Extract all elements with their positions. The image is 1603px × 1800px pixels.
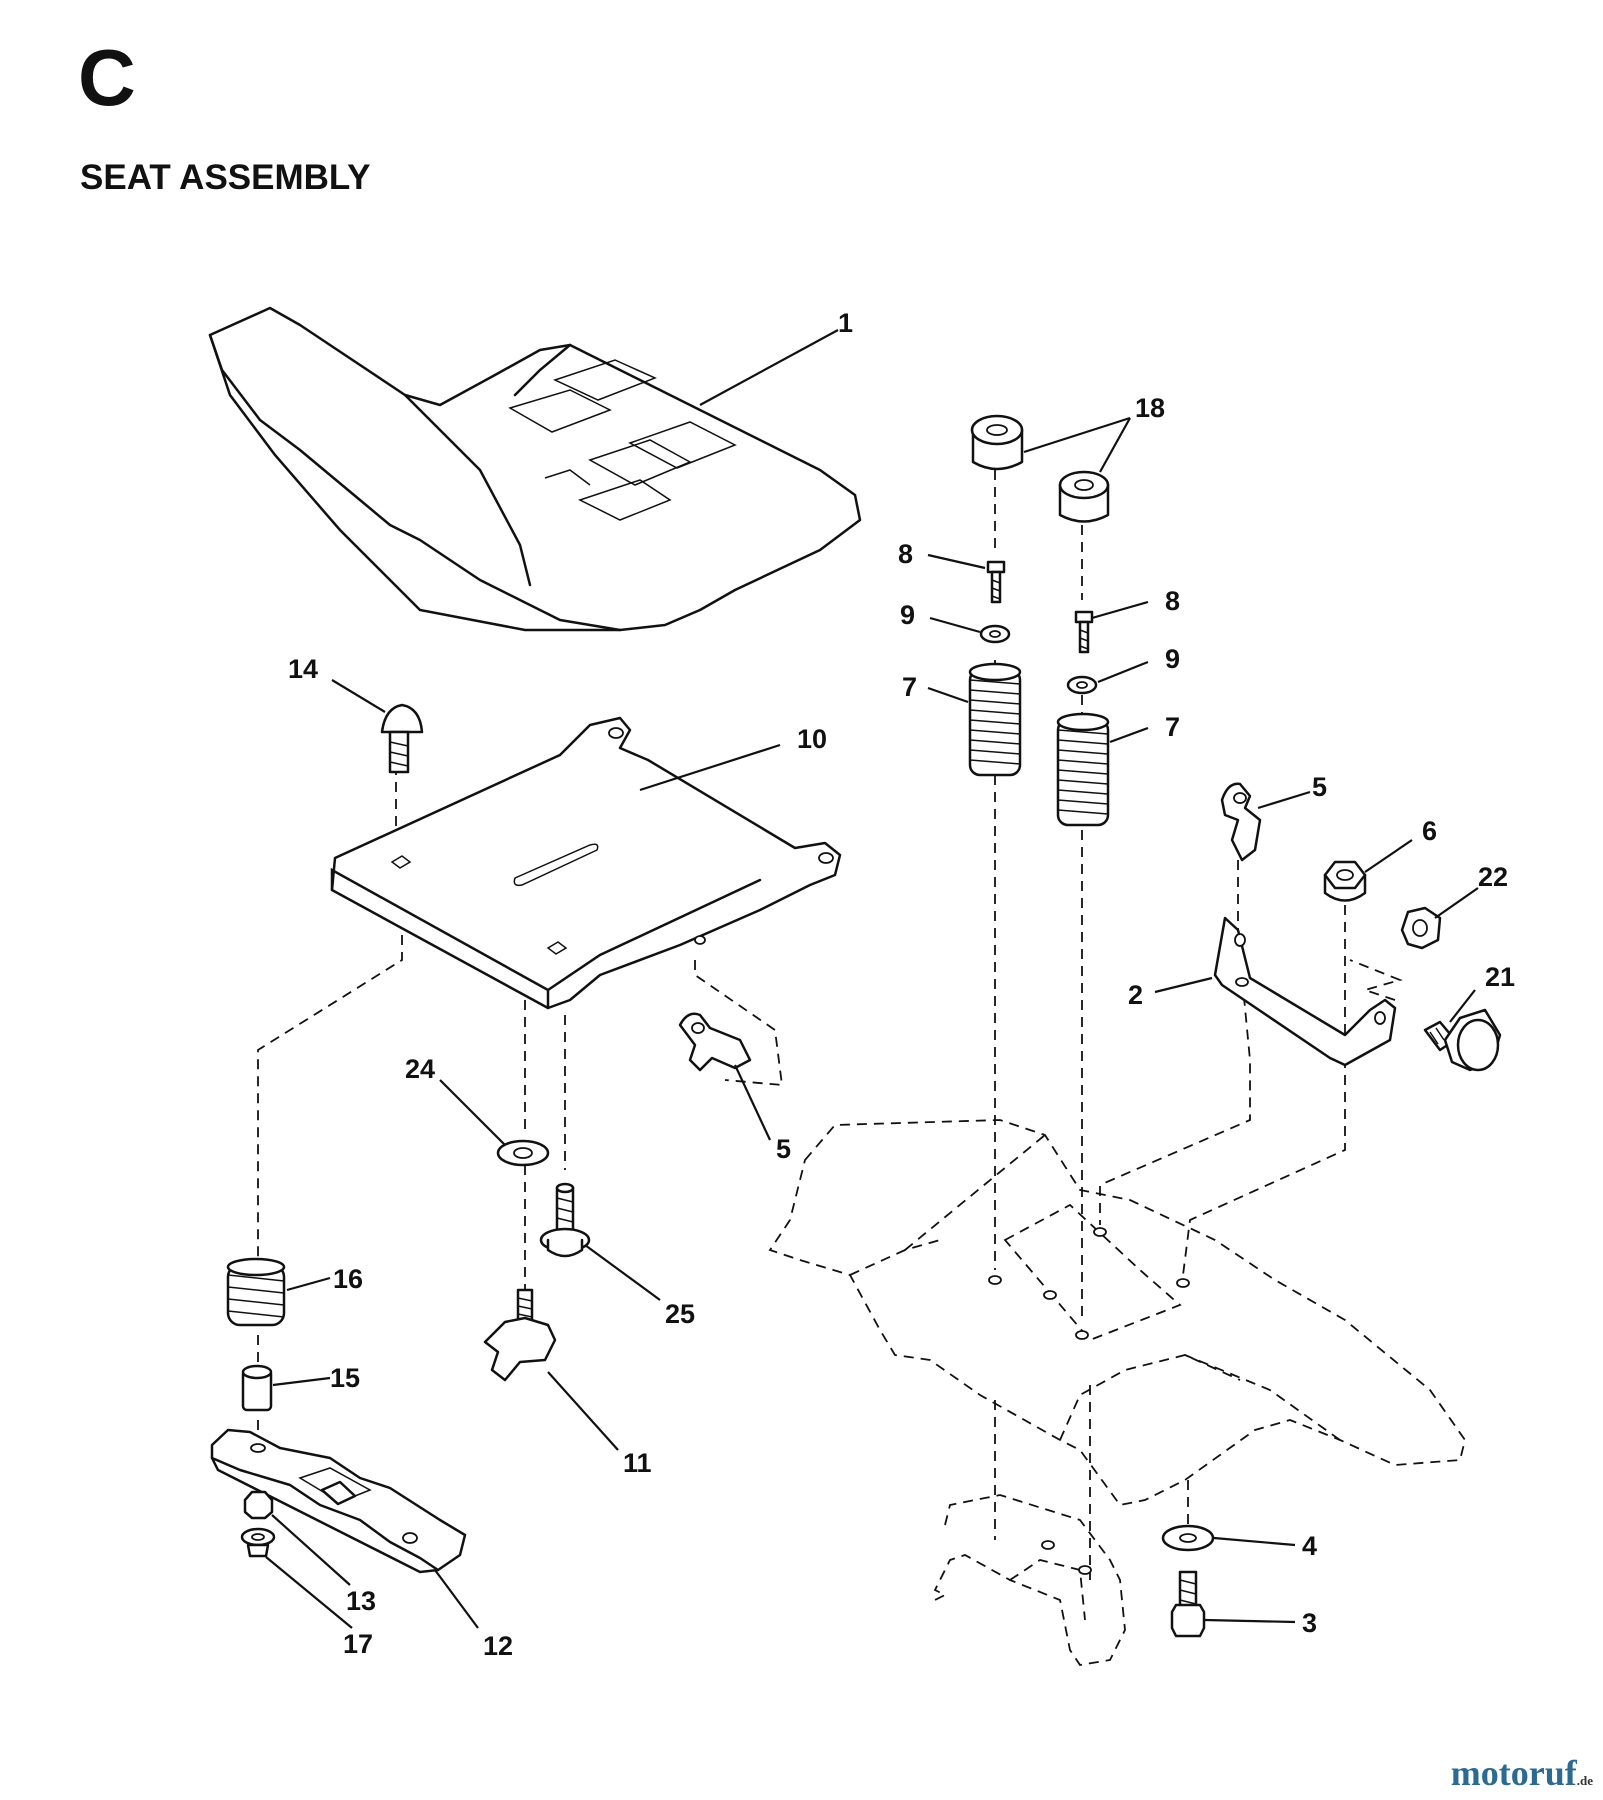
washer-4-part [1161,1524,1215,1552]
seat-pan-part [330,716,842,1010]
callout-12: 12 [483,1631,513,1661]
callout-13: 13 [346,1586,376,1616]
callout-22: 22 [1478,862,1508,892]
callout-17: 17 [343,1629,373,1659]
callout-5-right: 5 [1312,772,1327,802]
callout-24: 24 [405,1054,435,1084]
nut-17-part [240,1527,276,1558]
seat-part [208,306,862,632]
page-title: SEAT ASSEMBLY [80,158,371,197]
callout-25: 25 [665,1299,695,1329]
nut-13-part [243,1490,274,1520]
callout-8-left: 8 [898,539,913,569]
callout-11: 11 [623,1448,652,1478]
cap-18-right-part [1058,470,1110,523]
callout-18: 18 [1135,393,1165,423]
washer-9-right-part [1066,675,1098,695]
leader-lines [265,329,1479,1629]
nut-6-part [1323,860,1367,902]
spacer-15-part [241,1364,273,1412]
spring-7-left-part [968,662,1022,777]
callout-1: 1 [838,308,853,338]
nut-22-part [1400,906,1442,950]
callout-16: 16 [333,1264,363,1294]
bracket-2-part [1213,916,1397,1067]
frame-bracket-outline [933,1494,1126,1666]
callout-7-left: 7 [902,672,917,702]
washer-9-left-part [979,624,1011,644]
watermark-logo: motoruf.de [1450,1753,1593,1793]
callout-10: 10 [797,724,827,754]
callout-14: 14 [288,654,318,684]
bolt-3-part [1170,1570,1206,1638]
fender-outline [768,1119,1466,1506]
bolt-25-part [539,1182,591,1258]
callout-21: 21 [1485,962,1515,992]
callout-4: 4 [1302,1531,1317,1561]
bolt-21-part [1423,1008,1502,1072]
callout-5-left: 5 [776,1134,791,1164]
spring-16-part [226,1257,286,1327]
cap-18-left-part [970,414,1024,471]
callouts: 1 10 14 18 8 8 9 9 7 7 5 6 22 2 21 5 24 … [288,308,1515,1661]
callout-7-right: 7 [1165,712,1180,742]
knob-11-part [483,1288,557,1382]
plate-12-part [210,1428,467,1574]
frame-holes [988,1227,1190,1575]
callout-9-right: 9 [1165,644,1180,674]
callout-9-left: 9 [900,600,915,630]
bolt-8-right-part [1074,610,1094,654]
callout-8-right: 8 [1165,586,1180,616]
washer-24-part [496,1139,550,1167]
clip-5-right-part [1220,782,1262,862]
clip-5-left-part [678,1012,752,1072]
spring-7-right-part [1056,712,1110,827]
bolt-8-left-part [986,560,1006,604]
callout-3: 3 [1302,1608,1317,1638]
carriage-bolt-14-part [380,703,424,774]
callout-15: 15 [330,1363,360,1393]
callout-6: 6 [1422,816,1437,846]
section-letter: C [78,33,136,122]
callout-2: 2 [1128,980,1143,1010]
assembly-lines [257,470,1403,1580]
